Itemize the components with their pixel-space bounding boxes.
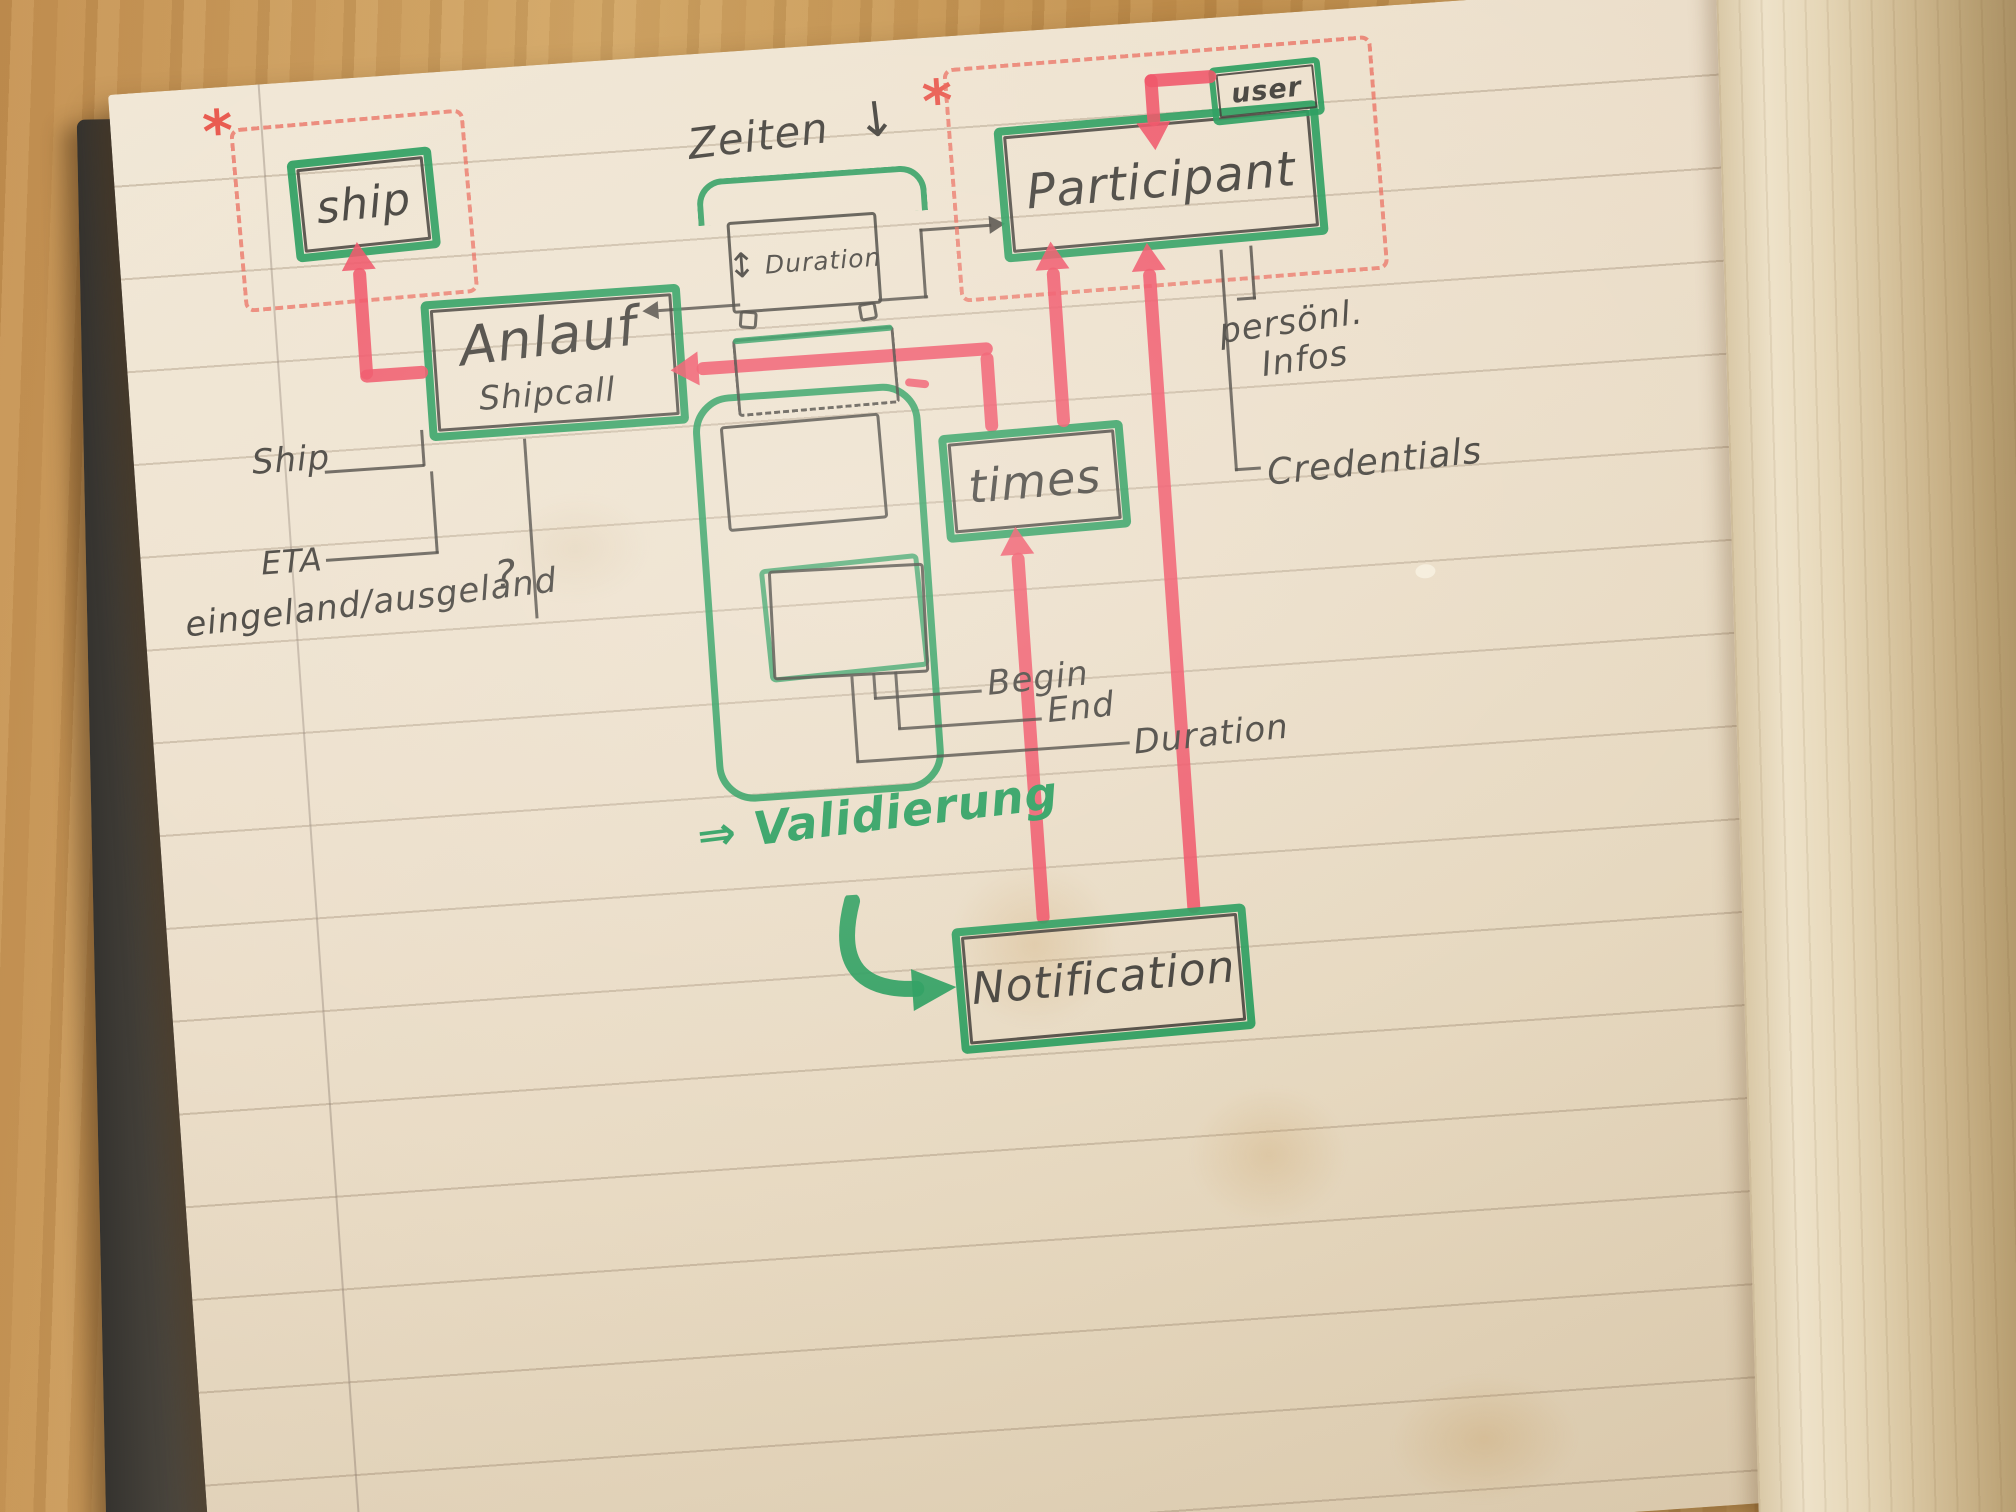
validation-flow-arrow-icon — [839, 893, 957, 1012]
node-duration: ↕ Duration — [726, 211, 883, 314]
asterisk-mark: * — [200, 96, 236, 167]
node-times: times — [937, 419, 1132, 544]
duration-field-label: Duration — [1131, 706, 1291, 763]
eta-field-label: ETA — [259, 540, 324, 583]
up-down-arrow-icon: ↕ — [726, 245, 759, 288]
zeiten-heading: Zeiten ↓ — [685, 89, 901, 169]
time-entry-box-3 — [767, 562, 930, 681]
down-arrow-icon: ↓ — [852, 89, 901, 151]
personal-info-label-line2: Infos — [1258, 333, 1351, 386]
time-entry-box-2 — [719, 412, 889, 533]
time-entry-box-1 — [731, 324, 901, 418]
arrow-notification-to-participant-arrowhead-icon — [1129, 241, 1166, 273]
coffee-stain — [1184, 1079, 1354, 1231]
node-anlauf: Anlauf Shipcall — [420, 283, 690, 442]
time-entry-box-1-green-stroke — [732, 324, 893, 345]
inout-question-mark: ? — [492, 551, 519, 600]
end-field-label: End — [1045, 684, 1117, 732]
notebook-page: * ship Zeiten ↓ ↕ Duration * — [108, 0, 1890, 1512]
ship-field-label: Ship — [250, 437, 332, 483]
arrow-notification-to-participant-v — [1142, 268, 1201, 914]
node-notification-inner-border — [960, 912, 1247, 1045]
arrow-notification-to-times-arrowhead-icon — [998, 525, 1035, 556]
connector-eta-v — [430, 471, 439, 554]
node-ship-inner-border — [296, 156, 432, 253]
zeiten-text: Zeiten — [685, 103, 832, 169]
connector-eta-h — [325, 551, 439, 562]
connector-credentials-v — [1219, 249, 1238, 472]
duration-foot-right — [857, 301, 879, 322]
coffee-stain — [1384, 1367, 1584, 1511]
arrow-times-to-anlauf-v — [980, 351, 999, 433]
paper-fleck — [1414, 563, 1436, 579]
arrow-user-to-participant-arrowhead-icon — [1136, 120, 1173, 152]
page-stack-edge — [1715, 0, 2016, 1512]
arrow-anlauf-to-ship-arrowhead-icon — [339, 240, 376, 272]
node-times-inner-border — [947, 429, 1122, 534]
connector-duration-participant-v — [919, 228, 928, 299]
node-notification: Notification — [951, 903, 1256, 1055]
arrow-times-to-anlauf-arrowhead-icon — [669, 351, 700, 388]
connector-ship-field-v — [420, 429, 426, 466]
red-dash-mark — [904, 378, 930, 389]
connector-personal-foot — [1236, 296, 1257, 301]
connector-ship-field-h — [324, 463, 425, 474]
node-user: user — [1207, 56, 1326, 126]
credentials-field-label: Credentials — [1265, 430, 1485, 494]
arrow-times-to-participant-arrowhead-icon — [1033, 240, 1070, 271]
connector-duration-participant-h1 — [878, 295, 929, 302]
node-duration-label: Duration — [763, 242, 883, 280]
connector-credentials-h — [1234, 466, 1261, 472]
node-user-inner-border — [1215, 64, 1318, 119]
duration-foot-left — [738, 310, 758, 330]
